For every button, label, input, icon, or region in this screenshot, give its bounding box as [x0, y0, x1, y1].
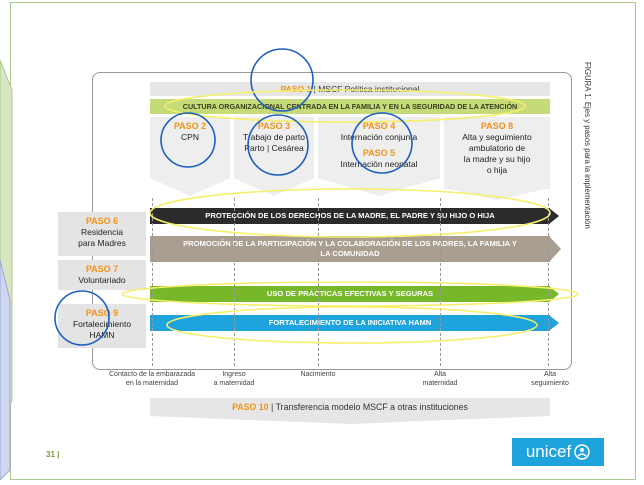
annotation-circle-paso2	[160, 112, 216, 168]
annotation-ellipse-proteccion	[149, 188, 551, 238]
paso3-line2: Parto | Cesárea	[244, 143, 304, 153]
timeline-label-nacimiento: Nacimiento	[288, 370, 348, 379]
annotation-circle-paso4	[351, 112, 413, 174]
paso5-text: Internación neonatal	[340, 159, 418, 169]
timeline-label-alta-maternidad: Alta maternidad	[410, 370, 470, 388]
annotation-circle-paso3	[247, 114, 309, 176]
timeline-contacto-line1: Contacto de la embarazada	[109, 371, 195, 378]
timeline-line-1	[152, 198, 153, 366]
unicef-logo: unicef	[512, 438, 604, 466]
bar-promocion: PROMOCIÓN DE LA PARTICIPACIÓN Y LA COLAB…	[150, 236, 550, 262]
paso9-line2: HAMN	[89, 329, 115, 340]
timeline-label-alta-seguimiento: Alta seguimiento	[520, 370, 580, 388]
timeline-line-5	[548, 198, 549, 366]
paso8-line1: Alta y seguimiento	[462, 132, 532, 142]
paso2-text: CPN	[181, 132, 199, 142]
column-arrows	[150, 178, 550, 200]
paso8-line3: la madre y su hijo	[463, 154, 531, 164]
timeline-label-contacto: Contacto de la embarazada en la maternid…	[104, 370, 200, 388]
side-paso6: PASO 6 Residencia para Madres	[58, 212, 146, 256]
paso1-text: MSCF Política institucional	[318, 84, 420, 94]
paso10-banner: PASO 10 | Transferencia modelo MSCF a ot…	[150, 398, 550, 416]
annotation-circle-paso9	[54, 290, 110, 346]
paso8-line4: o hija	[486, 165, 508, 175]
column-paso8: PASO 8 Alta y seguimiento ambulatorio de…	[444, 117, 550, 189]
paso6-label: PASO 6	[85, 216, 119, 226]
culture-bar: CULTURA ORGANIZACIONAL CENTRADA EN LA FA…	[150, 99, 550, 114]
paso1-sep: |	[313, 84, 316, 94]
paso8-line2: ambulatorio de	[468, 143, 526, 153]
paso6-line1: Residencia	[80, 227, 124, 237]
bar-proteccion: PROTECCIÓN DE LOS DERECHOS DE LA MADRE, …	[150, 208, 550, 224]
paso5-label: PASO 5	[362, 148, 396, 158]
bar-arrow-tips	[549, 208, 561, 331]
timeline-line-2	[234, 198, 235, 366]
timeline-contacto-line2: en la maternidad	[125, 380, 179, 387]
timeline-alta-mat-line1: Alta	[433, 371, 447, 378]
timeline-nacimiento-line1: Nacimiento	[300, 371, 336, 378]
bar-practicas: USO DE PRÁCTICAS EFECTIVAS Y SEGURAS	[150, 286, 550, 302]
paso3-label: PASO 3	[257, 121, 291, 131]
timeline-line-4	[440, 198, 441, 366]
paso6-line2: para Madres	[78, 237, 126, 248]
side-paso9: PASO 9 Fortalecimiento HAMN	[58, 304, 146, 348]
paso4-label: PASO 4	[362, 121, 396, 131]
paso2-label: PASO 2	[173, 121, 207, 131]
paso10-arrow	[150, 416, 550, 424]
timeline-alta-mat-line2: maternidad	[422, 380, 458, 387]
paso10-text: Transferencia modelo MSCF a otras instit…	[275, 402, 468, 412]
timeline-ingreso-line2: a maternidad	[213, 380, 255, 387]
timeline-alta-seg-line1: Alta	[543, 371, 557, 378]
paso10-label: PASO 10	[232, 402, 269, 412]
annotation-ellipse-culture	[164, 89, 526, 123]
paso10-sep: |	[271, 402, 274, 412]
timeline-ingreso-line1: Ingreso	[222, 371, 246, 378]
timeline-label-ingreso: Ingreso a maternidad	[204, 370, 264, 388]
paso7-line1: Voluntariado	[78, 275, 126, 285]
column-paso3: PASO 3 Trabajo de parto Parto | Cesárea	[234, 117, 314, 179]
left-edge-decoration	[0, 59, 13, 481]
bar-fortalecimiento: FORTALECIMIENTO DE LA INICIATIVA HAMN	[150, 315, 550, 331]
annotation-ellipse-practicas	[121, 281, 579, 307]
paso7-label: PASO 7	[85, 264, 119, 274]
paso4-text: Internación conjunta	[340, 132, 418, 142]
paso1-label: PASO 1	[280, 84, 312, 94]
paso8-label: PASO 8	[480, 121, 514, 131]
side-paso7: PASO 7 Voluntariado	[58, 260, 146, 290]
paso9-label: PASO 9	[85, 308, 119, 318]
timeline-alta-seg-line2: seguimiento	[531, 380, 569, 387]
paso3-line1: Trabajo de parto	[242, 132, 306, 142]
column-paso4-5: PASO 4 Internación conjunta PASO 5 Inter…	[318, 117, 440, 179]
page-number: 31 |	[46, 450, 60, 459]
annotation-ellipse-fortalecimiento	[166, 306, 538, 344]
paso9-line1: Fortalecimiento	[72, 319, 132, 329]
unicef-emblem-icon	[574, 444, 590, 460]
annotation-circle-paso1	[250, 48, 314, 112]
unicef-wordmark: unicef	[525, 442, 572, 461]
